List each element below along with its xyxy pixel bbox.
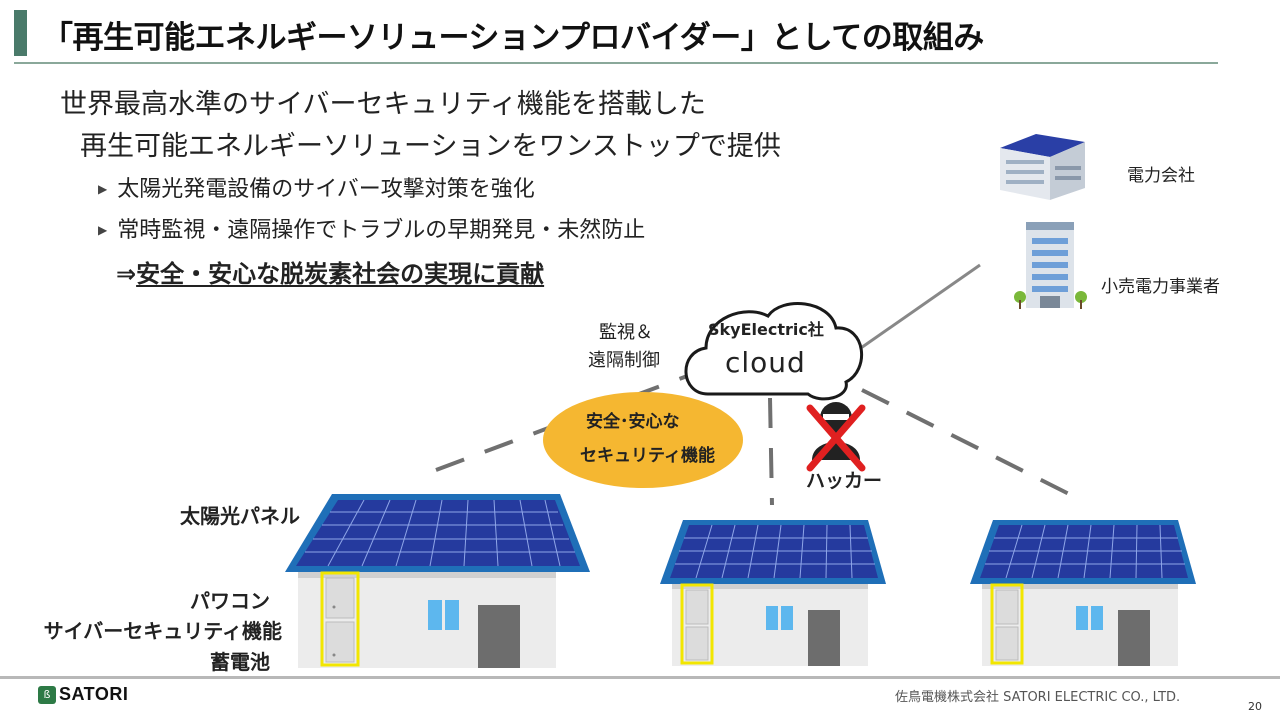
- security-label-line-1: 安全･安心な: [586, 412, 680, 432]
- headline-line-2: 再生可能エネルギーソリューションをワンストップで提供: [80, 131, 781, 162]
- conclusion-arrow: ⇒: [116, 260, 137, 288]
- company-logo: ß SATORI: [38, 684, 128, 705]
- page-title: 「再生可能エネルギーソリューションプロバイダー」としての取組み: [42, 20, 984, 56]
- dashed-line-middle-house: [768, 397, 774, 506]
- bullet-text: 常時監視・遠隔操作でトラブルの早期発見・未然防止: [117, 218, 646, 243]
- diagram-graphics: [285, 134, 1196, 668]
- retailer-building-icon: [1014, 222, 1087, 309]
- house-large: [285, 494, 590, 668]
- headline-line-1: 世界最高水準のサイバーセキュリティ機能を搭載した: [60, 89, 706, 120]
- power-company-label: 電力会社: [1127, 166, 1195, 186]
- connection-lines: [435, 263, 1086, 506]
- hacker-icon: [806, 402, 866, 472]
- page-number: 20: [1248, 700, 1262, 713]
- house-right: [970, 520, 1196, 666]
- logo-text: SATORI: [59, 684, 129, 704]
- title-accent-bar: [14, 10, 27, 56]
- hacker-label: ハッカー: [806, 470, 883, 492]
- dashed-line-left-house: [435, 373, 691, 472]
- title-divider: [14, 62, 1218, 64]
- security-label-line-2: セキュリティ機能: [580, 446, 715, 466]
- retailer-label: 小売電力事業者: [1101, 277, 1220, 297]
- house-middle: [660, 520, 886, 666]
- power-company-building-icon: [1000, 134, 1085, 200]
- logo-mark-icon: ß: [38, 685, 56, 704]
- pcs-label: パワコン: [190, 589, 270, 613]
- conclusion: ⇒安全・安心な脱炭素社会の実現に貢献: [116, 254, 544, 289]
- footer-divider: [0, 676, 1280, 679]
- dashed-line-right-house: [861, 388, 1086, 504]
- cloud-label: cloud: [725, 346, 806, 379]
- cloud-owner-label: SkyElectric社: [708, 320, 824, 339]
- battery-label: 蓄電池: [210, 650, 270, 674]
- line-to-retailer: [857, 263, 981, 352]
- conclusion-text: 安全・安心な脱炭素社会の実現に貢献: [136, 260, 545, 288]
- security-ellipse: [543, 392, 743, 488]
- bullet-triangle-icon: ▶: [98, 223, 108, 237]
- monitor-label-line-1: 監視＆: [599, 322, 653, 343]
- bullet-item: ▶ 常時監視・遠隔操作でトラブルの早期発見・未然防止: [98, 212, 645, 244]
- pcs-security-label: サイバーセキュリティ機能: [43, 619, 282, 643]
- footer-company: 佐鳥電機株式会社 SATORI ELECTRIC CO., LTD.: [895, 690, 1181, 705]
- cloud-icon: [684, 302, 864, 401]
- monitor-label-line-2: 遠隔制御: [588, 350, 660, 371]
- bullet-item: ▶ 太陽光発電設備のサイバー攻撃対策を強化: [98, 171, 535, 203]
- bullet-triangle-icon: ▶: [98, 182, 108, 196]
- bullet-text: 太陽光発電設備のサイバー攻撃対策を強化: [117, 177, 535, 202]
- solar-panel-label: 太陽光パネル: [180, 504, 300, 528]
